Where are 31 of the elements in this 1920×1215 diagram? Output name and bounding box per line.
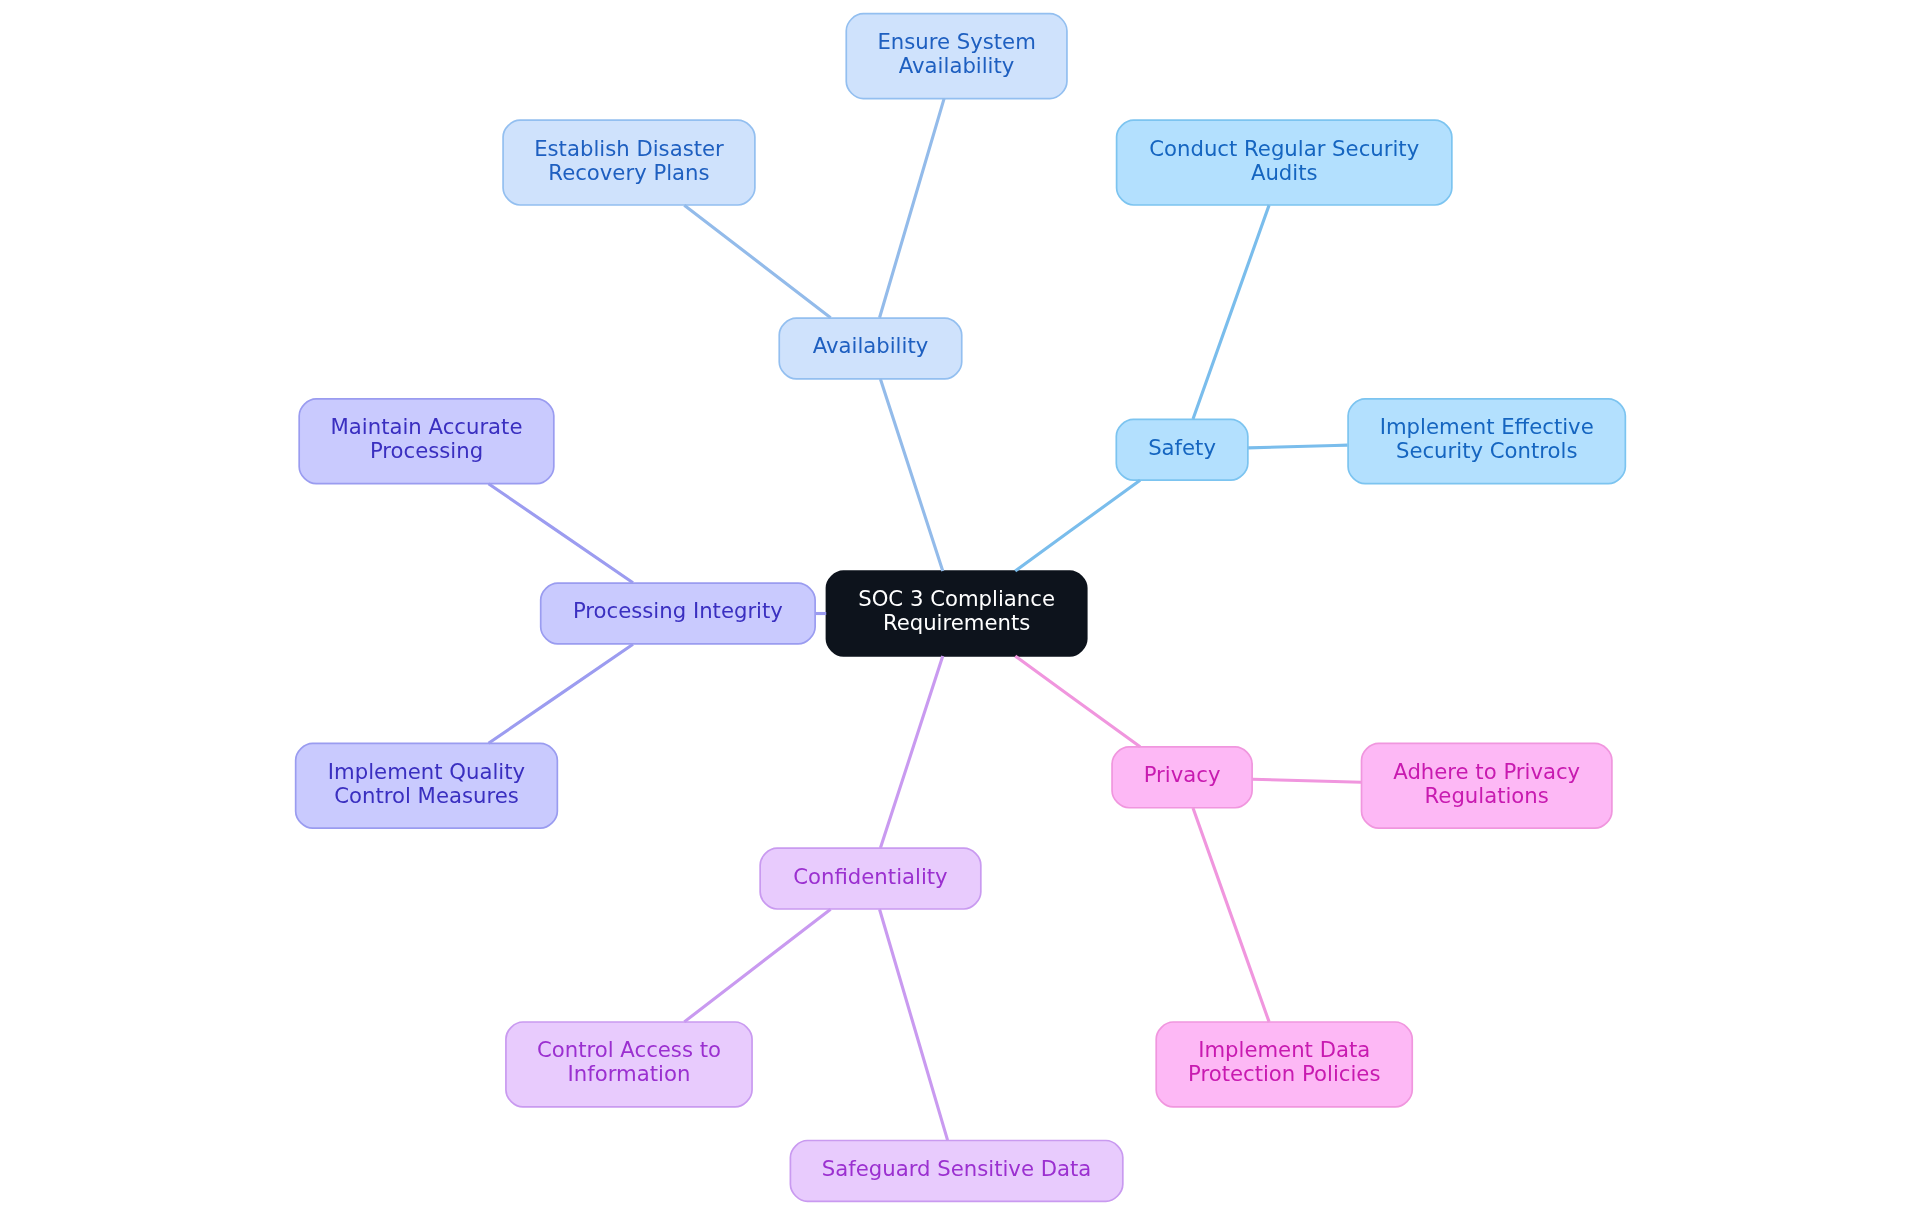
- node-box: Availability: [777, 317, 963, 380]
- node-box: Conduct Regular Security Audits: [1115, 119, 1453, 206]
- connector: [1247, 443, 1348, 450]
- node-box: Implement Quality Control Measures: [294, 742, 558, 830]
- node-box: Privacy: [1110, 746, 1253, 809]
- node-box: Safeguard Sensitive Data: [789, 1139, 1124, 1203]
- node-box: Safety: [1114, 418, 1249, 481]
- node-box: Control Access to Information: [504, 1021, 753, 1108]
- node-box: SOC 3 Compliance Requirements: [825, 570, 1088, 657]
- node-box: Implement Effective Security Controls: [1346, 398, 1626, 485]
- connector: [682, 203, 832, 319]
- connector: [1191, 807, 1271, 1023]
- node-box: Implement Data Protection Policies: [1154, 1021, 1413, 1108]
- connector: [682, 908, 832, 1024]
- connector: [814, 611, 826, 616]
- connector: [1013, 654, 1141, 749]
- connector: [878, 655, 944, 849]
- connector: [1251, 777, 1361, 784]
- connector: [877, 908, 949, 1141]
- connector: [877, 98, 946, 319]
- node-box: Adhere to Privacy Regulations: [1360, 742, 1613, 830]
- node-box: Ensure System Availability: [844, 12, 1068, 100]
- connector: [487, 643, 634, 745]
- connector: [487, 482, 634, 584]
- node-box: Maintain Accurate Processing: [297, 398, 555, 485]
- node-box: Processing Integrity: [539, 582, 816, 645]
- connector: [878, 378, 944, 572]
- connector: [1191, 204, 1271, 420]
- connector: [1013, 478, 1141, 573]
- node-box: Confidentiality: [758, 847, 982, 910]
- node-box: Establish Disaster Recovery Plans: [501, 119, 756, 206]
